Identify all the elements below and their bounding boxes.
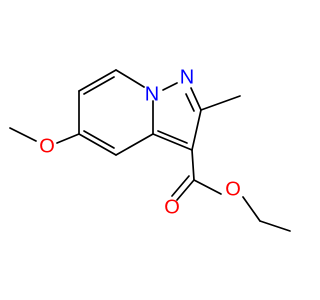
bond-carbonyl-c-o-double-a — [176, 179, 195, 201]
atom-label-n-bridge: N — [145, 83, 159, 105]
bond-c2-c3 — [191, 109, 202, 151]
bond-c3-carbonyl-c — [191, 149, 195, 181]
atom-label-o-carbonyl: O — [164, 196, 180, 218]
bond-c7-c6-inner — [83, 76, 115, 95]
bond-carbonyl-c-o-ester — [193, 179, 222, 195]
bond-o-ester-ch2 — [242, 196, 261, 222]
bond-o-methoxy-ch3 — [9, 127, 37, 142]
bond-c7-c6 — [78, 69, 117, 92]
bond-c5-o-methoxy — [56, 133, 80, 144]
bond-c5-c4-inner — [83, 130, 115, 149]
bond-c3-c3a — [152, 133, 193, 151]
bond-c2-methyl — [200, 95, 241, 111]
substituents — [9, 95, 291, 232]
bond-n2-c2 — [190, 87, 202, 111]
atom-label-n-pyrazole: N — [180, 66, 194, 88]
bond-n2-c2-inner — [185, 93, 195, 112]
bond-c5-c4 — [78, 133, 117, 156]
bond-c4-c3a — [115, 133, 154, 156]
atom-label-o-methoxy: O — [39, 135, 55, 157]
atom-label-o-ester: O — [225, 178, 241, 200]
chemical-structure-diagram: N N O O O — [9, 66, 291, 232]
bond-ch2-ch3 — [259, 220, 291, 232]
bond-c3-c3a-inner — [157, 130, 188, 144]
pyrazole-ring — [152, 82, 202, 151]
bond-n1-n2 — [162, 82, 178, 91]
atom-labels: N N O O O — [39, 66, 241, 218]
bond-c7-n1 — [115, 69, 145, 88]
pyridine-ring — [78, 69, 154, 156]
bond-carbonyl-c-o-double-b — [171, 175, 190, 197]
